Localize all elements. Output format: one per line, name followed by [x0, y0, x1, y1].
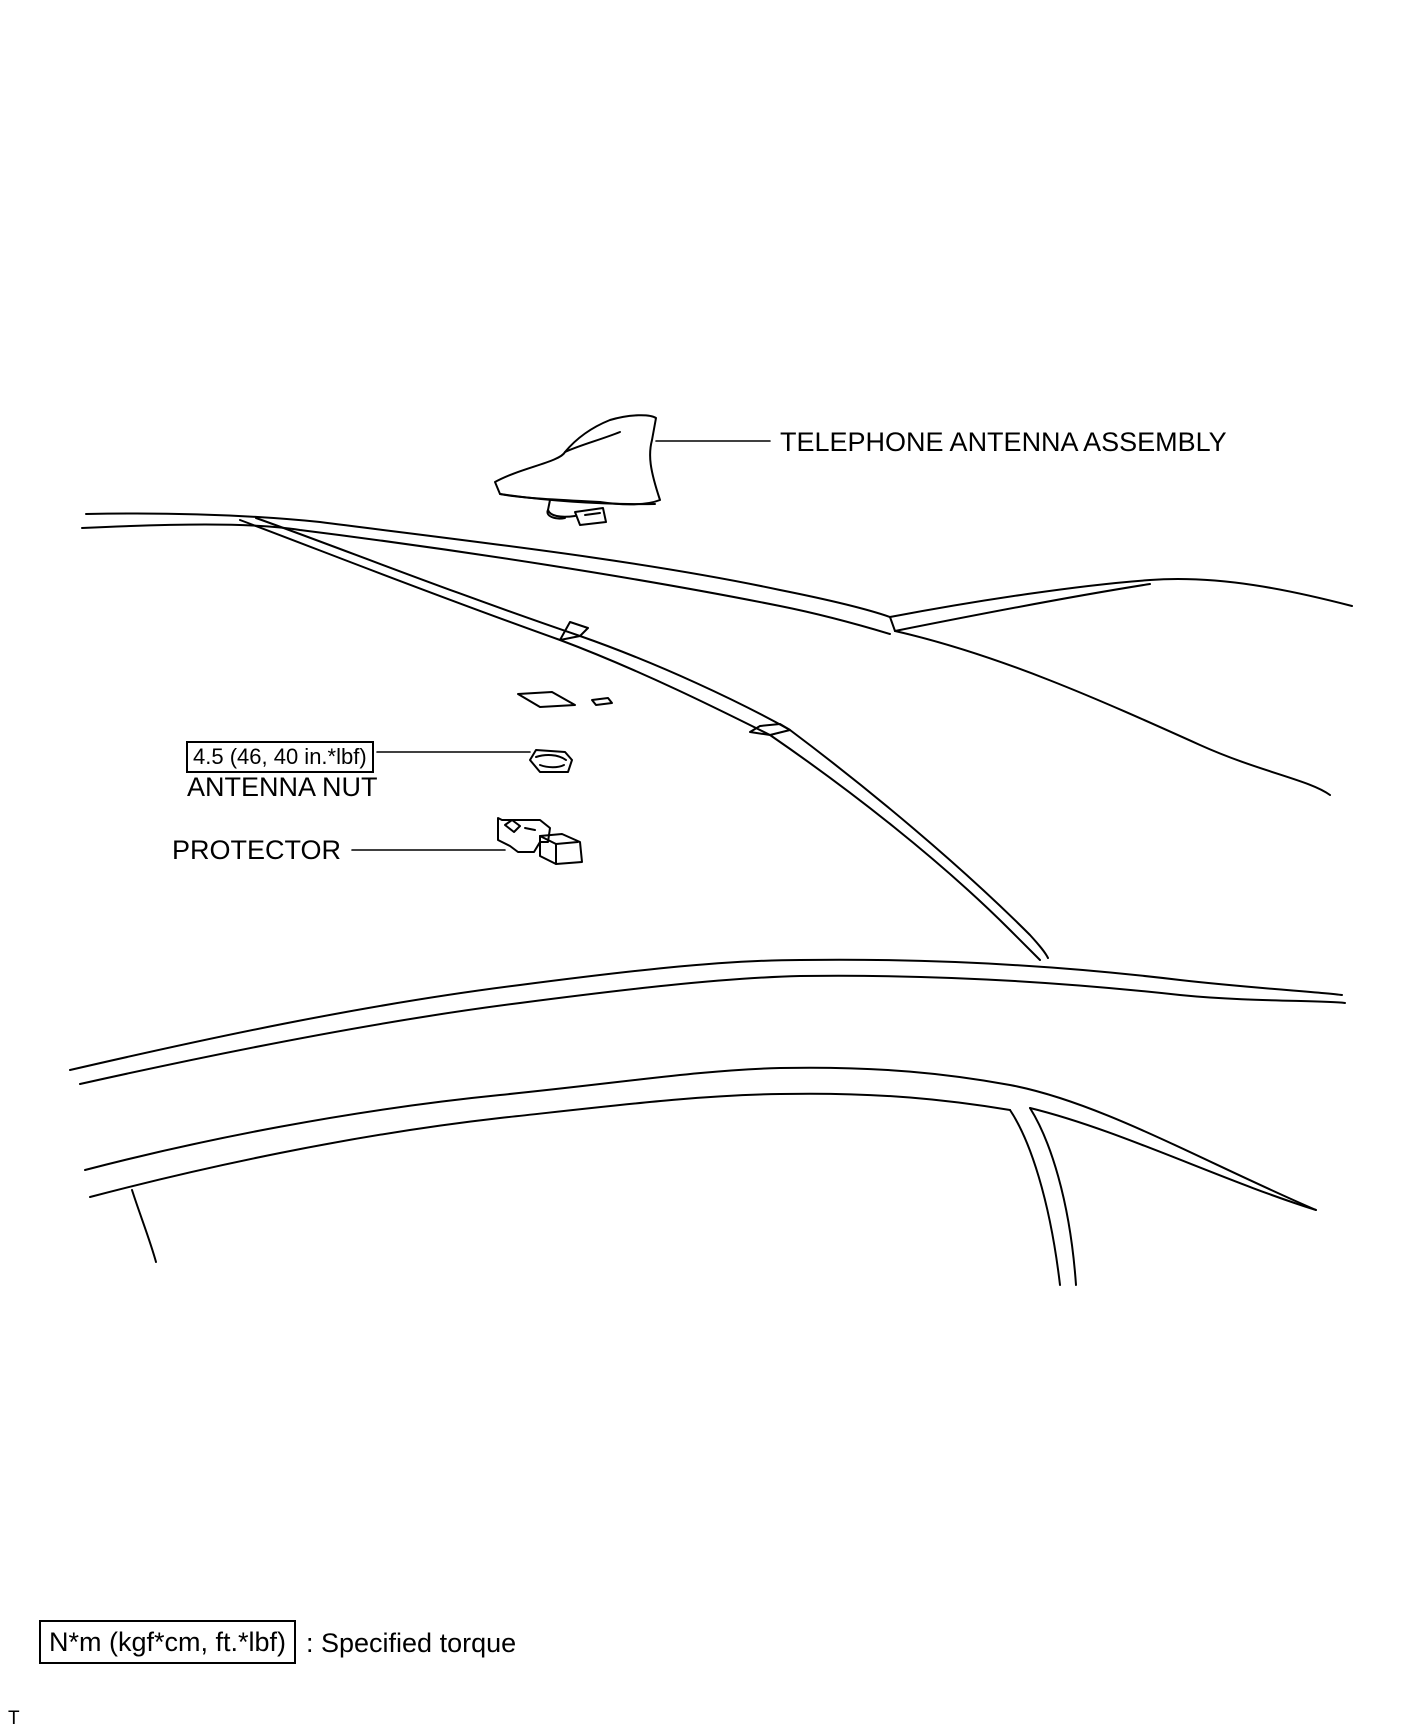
- protector-part: [497, 817, 583, 865]
- protector-label: PROTECTOR: [172, 835, 342, 865]
- telephone-antenna-assembly-label: TELEPHONE ANTENNA ASSEMBLY: [780, 427, 1227, 457]
- antenna-nut-label: ANTENNA NUT: [187, 772, 378, 802]
- roof-rear-edge: [81, 512, 1353, 796]
- roof-side-rails: [69, 958, 1346, 1286]
- antenna-nut-part: [529, 749, 573, 773]
- torque-legend-description: : Specified torque: [306, 1628, 517, 1658]
- telephone-antenna-assembly: [494, 414, 661, 526]
- leader-lines: [351, 440, 771, 851]
- figure-code: T: [8, 1708, 20, 1729]
- antenna-nut-torque-box: 4.5 (46, 40 in.*lbf): [186, 741, 374, 773]
- torque-unit-legend-box: N*m (kgf*cm, ft.*lbf): [39, 1620, 297, 1664]
- roof-molding: [239, 517, 1049, 961]
- roof-hole-plate: [517, 691, 613, 708]
